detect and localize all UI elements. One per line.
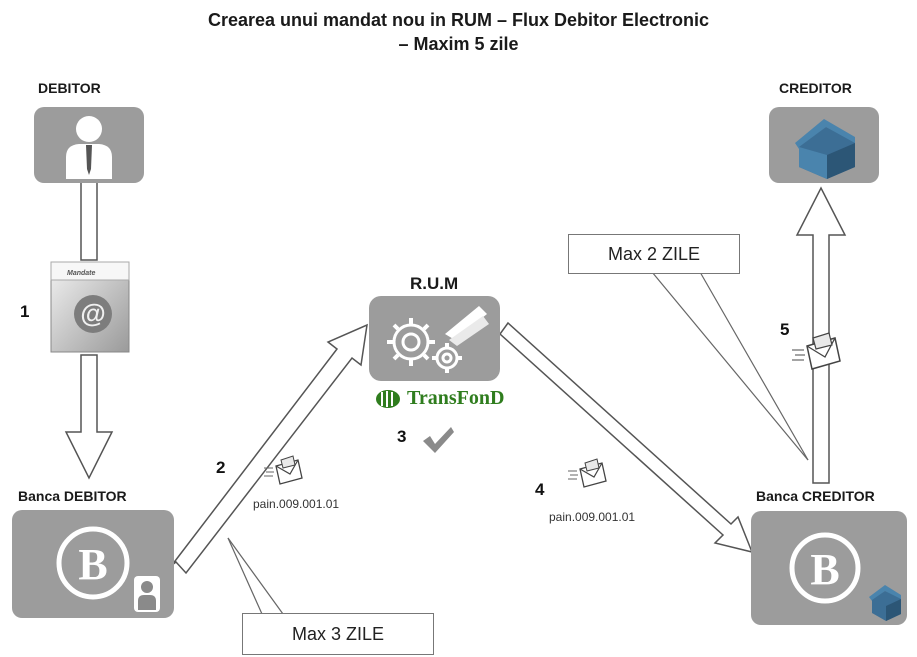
envelope-icon [790,328,842,375]
check-icon [420,424,456,461]
transfond-mark-icon [376,390,400,408]
title-line-1: Crearea unui mandat nou in RUM – Flux De… [207,10,710,30]
callout-max3: Max 3 ZILE [242,613,434,655]
transfond-text: TransFonD [407,387,505,409]
diagram-title: Crearea unui mandat nou in RUM – Flux De… [0,8,917,56]
step-2-message: pain.009.001.01 [253,497,340,511]
svg-text:B: B [78,540,107,589]
banca-creditor-label: Banca CREDITOR [756,488,875,504]
arrow-step-2 [171,323,368,575]
step-2-number: 2 [216,458,226,477]
debitor-label: DEBITOR [38,80,101,96]
banca-debitor-tile: B [12,510,174,618]
step-5-number: 5 [780,320,790,339]
step-4-message: pain.009.001.01 [549,510,636,524]
person-icon [66,116,112,179]
arrow-step-4 [498,321,754,554]
mandate-doc-text: Mandate [67,270,96,277]
gears-icon [387,306,489,373]
transfond-logo: TransFonD [375,385,505,413]
envelope-icon [566,455,608,494]
banca-creditor-tile: B [751,511,907,625]
step-1-number: 1 [20,302,30,321]
step-3-number: 3 [397,427,407,446]
callout-pointer-max3 [227,537,284,615]
callout-max2: Max 2 ZILE [568,234,740,274]
mandate-document-icon: Mandate @ [47,258,134,356]
rum-label: R.U.M [410,274,459,293]
callout-pointer-max2 [651,271,809,461]
house-icon [869,585,901,621]
title-line-2: – Maxim 5 zile [398,34,519,54]
person-icon [134,576,160,612]
creditor-tile [769,107,879,183]
arrow-debitor-down-top [80,181,98,261]
arrow-debitor-down-bottom [64,354,114,480]
svg-text:B: B [810,545,839,594]
creditor-label: CREDITOR [779,80,852,96]
svg-text:@: @ [80,298,105,328]
banca-debitor-label: Banca DEBITOR [18,488,127,504]
envelope-icon [262,452,304,491]
bank-b-icon: B [789,532,901,621]
rum-tile [369,296,500,381]
step-4-number: 4 [535,480,545,499]
bank-b-icon: B [56,526,160,612]
house-icon [795,119,855,179]
debitor-tile [34,107,144,183]
